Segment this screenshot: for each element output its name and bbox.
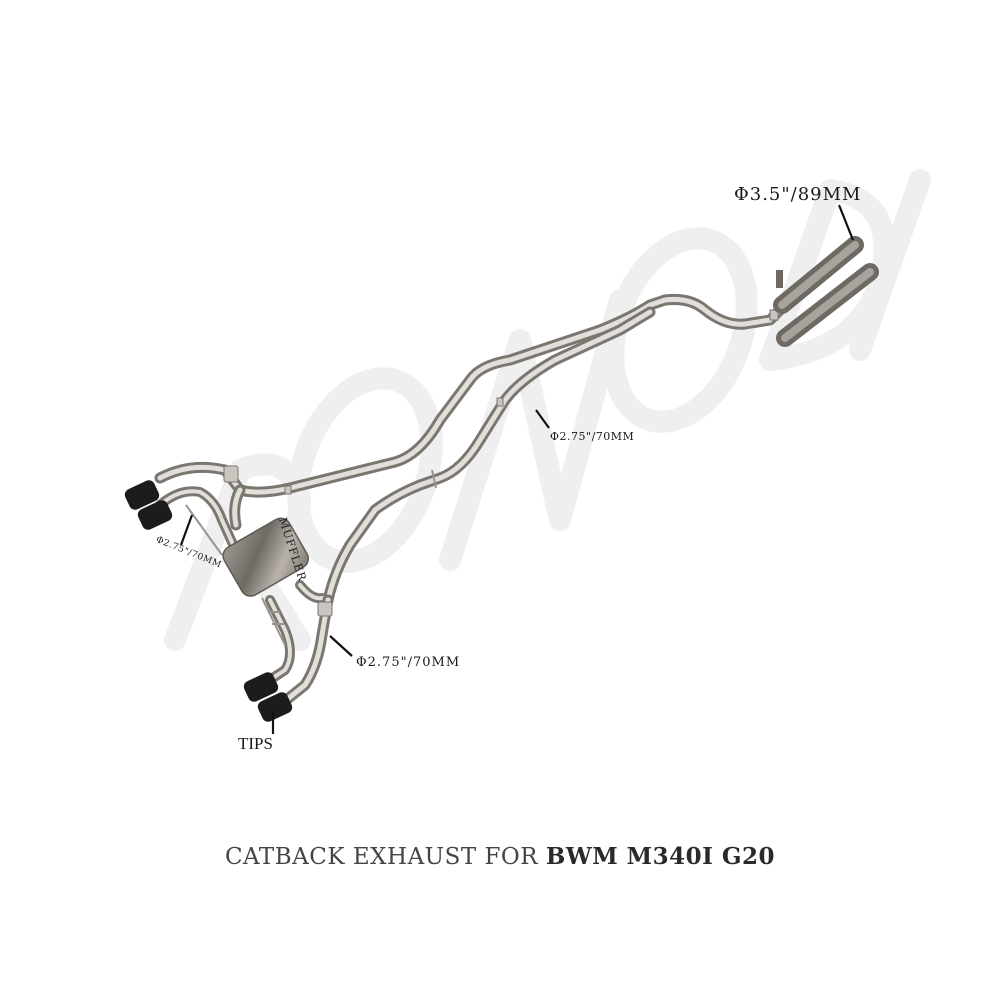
leader-lines [179, 204, 855, 734]
leader-lower [329, 635, 353, 657]
pipe-branch-muffler [229, 484, 333, 605]
leader-mid [535, 409, 550, 429]
callout-mid-pipe-diameter: Φ2.75"/70MM [550, 430, 635, 443]
tip-upper-2 [137, 500, 173, 530]
tip-lower-2 [257, 692, 293, 722]
muffler [222, 517, 309, 597]
watermark [164, 169, 931, 651]
leader-inlet [837, 204, 855, 241]
pipe-left-inner [155, 486, 245, 565]
exhaust-tips [124, 480, 293, 722]
pipe-lower-tips [257, 594, 334, 711]
hanger-rods [185, 469, 437, 646]
brackets [223, 309, 779, 617]
caption-prefix: CATBACK EXHAUST FOR [224, 844, 546, 870]
callout-lower-pipe-diameter: Φ2.75"/70MM [356, 655, 461, 670]
tip-lower-1 [243, 672, 279, 702]
product-caption: CATBACK EXHAUST FOR BWM M340I G20 [0, 843, 1000, 870]
tip-upper-1 [124, 480, 160, 510]
caption-model: BWM M340I G20 [545, 843, 776, 870]
callout-tips: TIPS [238, 734, 273, 753]
leader-left [179, 514, 194, 546]
callout-inlet-diameter: Φ3.5"/89MM [734, 184, 862, 205]
pipe-lower [322, 306, 656, 606]
inlet-pipes [773, 236, 879, 347]
